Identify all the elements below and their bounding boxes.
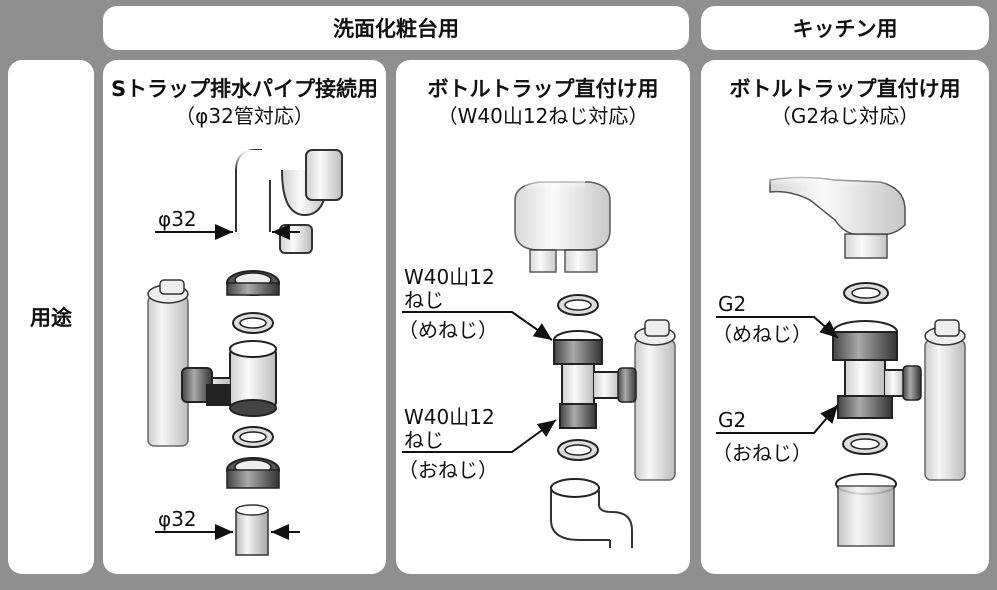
s-trap-drawing — [147, 149, 343, 556]
header-kitchen: キッチン用 — [701, 6, 989, 50]
header-washbasin-text: 洗面化粧台用 — [333, 17, 459, 41]
label-w40-male-line3: （おねじ） — [398, 458, 498, 482]
label-w40-female-line2: ねじ — [404, 288, 444, 312]
label-phi32-bottom: φ32 — [158, 507, 197, 531]
label-w40-male-line1: W40山12 — [404, 405, 495, 429]
label-g2-female-line1: G2 — [718, 292, 747, 316]
panel-bottle-g2-heading: ボトルトラップ直付け用 （G2ねじ対応） — [701, 76, 989, 130]
header-usage: 用途 — [8, 60, 94, 574]
g2-drawing — [716, 172, 966, 547]
label-w40-female-line1: W40山12 — [404, 265, 495, 289]
panel-s-trap-subtitle: （φ32管対応） — [175, 104, 314, 128]
header-kitchen-text: キッチン用 — [792, 17, 898, 41]
panel-bottle-w40-heading: ボトルトラップ直付け用 （W40山12ねじ対応） — [396, 76, 690, 130]
panel-bottle-w40: ボトルトラップ直付け用 （W40山12ねじ対応） — [396, 60, 690, 574]
label-g2-male-line2: （おねじ） — [712, 441, 812, 465]
panel-s-trap-title: Sトラップ排水パイプ接続用 — [110, 77, 379, 101]
panel-bottle-w40-title: ボトルトラップ直付け用 — [427, 77, 659, 101]
panel-bottle-w40-subtitle: （W40山12ねじ対応） — [437, 104, 649, 128]
header-usage-text: 用途 — [30, 306, 72, 330]
panel-s-trap-heading: Sトラップ排水パイプ接続用 （φ32管対応） — [103, 76, 386, 130]
w40-drawing — [402, 176, 676, 548]
panel-bottle-g2-subtitle: （G2ねじ対応） — [770, 104, 920, 128]
panel-bottle-g2-title: ボトルトラップ直付け用 — [729, 77, 961, 101]
label-w40-male-line2: ねじ — [404, 428, 444, 452]
header-washbasin: 洗面化粧台用 — [103, 6, 689, 50]
label-g2-male-line1: G2 — [718, 408, 747, 432]
label-phi32-top: φ32 — [158, 207, 197, 231]
label-g2-female-line2: （めねじ） — [712, 322, 812, 346]
label-w40-female-line3: （めねじ） — [398, 318, 498, 342]
